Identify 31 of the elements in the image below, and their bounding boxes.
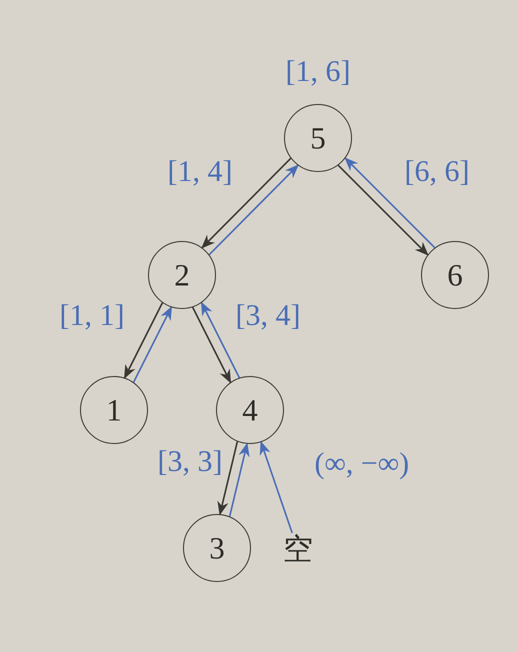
node-number: 1 bbox=[105, 394, 123, 426]
interval-label: [1, 6] bbox=[284, 57, 352, 87]
arrow bbox=[260, 440, 293, 534]
arrow bbox=[201, 158, 292, 249]
arrow bbox=[124, 302, 164, 379]
node-label: 空 bbox=[283, 535, 313, 565]
tree-node-circle bbox=[183, 514, 251, 582]
node-number: 2 bbox=[173, 260, 191, 290]
arrow bbox=[217, 441, 238, 516]
tree-node-circle bbox=[148, 241, 216, 309]
arrow bbox=[132, 306, 172, 383]
arrow bbox=[200, 302, 240, 378]
arrow bbox=[192, 306, 232, 384]
arrow bbox=[208, 164, 299, 256]
arrow bbox=[338, 164, 429, 256]
node-number: 6 bbox=[446, 260, 464, 290]
edge-label: [6, 6] bbox=[404, 157, 470, 187]
edge-label: [1, 4] bbox=[166, 157, 234, 187]
node-number: 5 bbox=[309, 122, 327, 154]
edge-label: [3, 4] bbox=[234, 301, 302, 331]
edge-label: [1, 1] bbox=[58, 301, 126, 331]
arrow bbox=[344, 157, 436, 248]
tree-node-circle bbox=[284, 104, 352, 172]
node-number: 4 bbox=[241, 394, 259, 426]
arrow bbox=[228, 442, 250, 517]
tree-node-circle bbox=[80, 376, 148, 444]
tree-node-circle bbox=[421, 241, 489, 309]
edge-label: [3, 3] bbox=[156, 447, 224, 477]
tree-node-circle bbox=[216, 376, 284, 444]
edge-label: (∞, −∞) bbox=[314, 449, 410, 479]
node-number: 3 bbox=[208, 532, 226, 564]
